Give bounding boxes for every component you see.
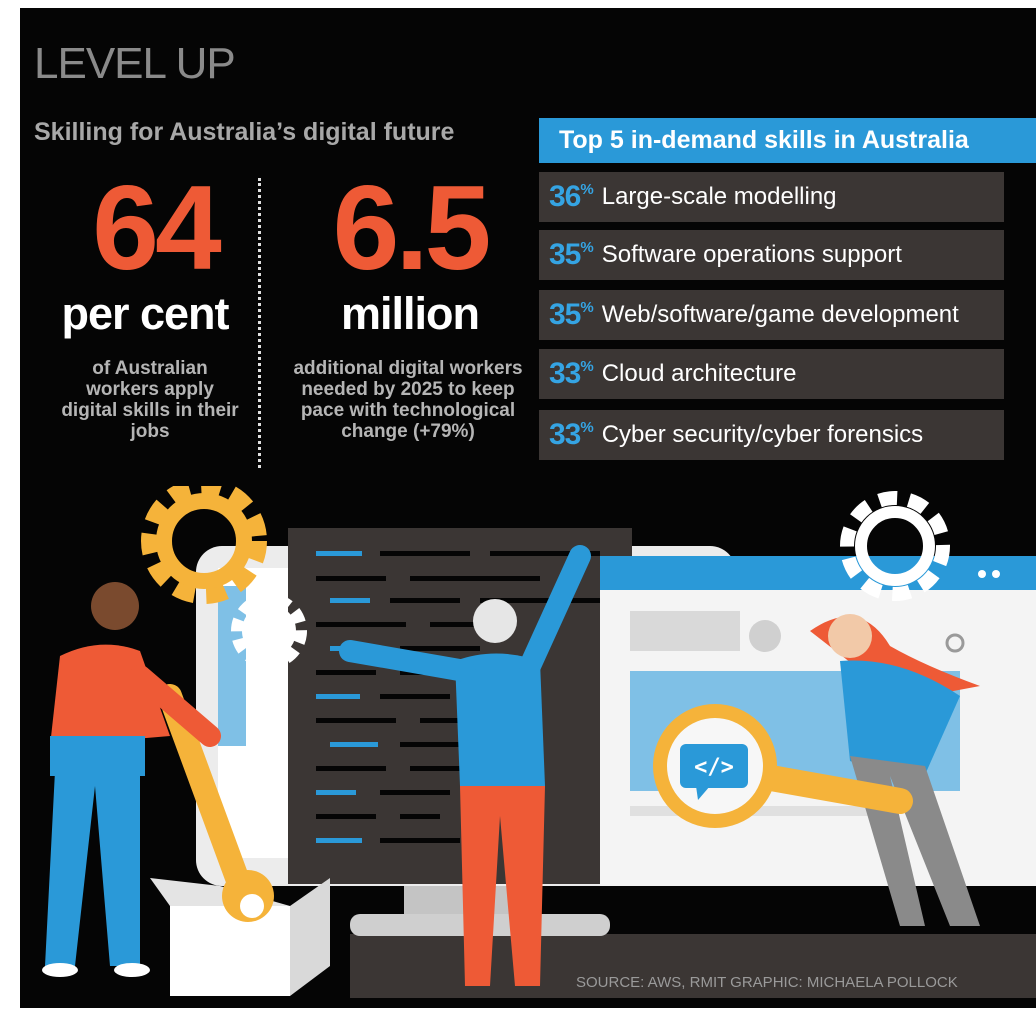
source-credit: SOURCE: AWS, RMIT GRAPHIC: MICHAELA POLL… — [576, 974, 958, 991]
skill-percent: 36 — [549, 180, 581, 213]
page-title: LEVEL UP — [34, 39, 236, 88]
box-icon — [150, 878, 330, 996]
gear-icon — [840, 491, 950, 601]
stat-percent-number: 64 — [92, 161, 221, 295]
person-center — [339, 545, 591, 986]
skill-percent: 33 — [549, 418, 581, 451]
skill-row: 36 % Large-scale modelling — [539, 172, 1004, 222]
skill-label: Software operations support — [601, 241, 902, 268]
skill-row: 33 % Cyber security/cyber forensics — [539, 410, 1004, 460]
stat-million-number: 6.5 — [332, 161, 492, 295]
wrench-icon — [158, 684, 274, 922]
skill-row: 35 % Software operations support — [539, 230, 1004, 280]
code-bubble-text: </> — [694, 755, 734, 780]
stat-percent-unit: per cent — [61, 288, 229, 339]
skill-percent: 35 — [549, 238, 581, 271]
skill-percent: 35 — [549, 298, 581, 331]
gear-icon — [141, 486, 267, 604]
skills-header: Top 5 in-demand skills in Australia — [539, 118, 1036, 163]
skill-percent-sign: % — [580, 181, 594, 198]
stat-percent-description: of Australian workers apply digital skil… — [61, 358, 239, 442]
skill-percent-sign: % — [580, 299, 594, 316]
skill-percent-sign: % — [580, 419, 594, 436]
illustration: </> — [42, 486, 1036, 998]
skill-percent-sign: % — [580, 358, 594, 375]
skill-label: Cloud architecture — [601, 360, 797, 387]
infographic: LEVEL UP Skilling for Australia’s digita… — [20, 8, 1036, 1008]
skill-label: Web/software/game development — [601, 301, 959, 328]
skill-percent: 33 — [549, 357, 581, 390]
browser-window — [600, 556, 1036, 886]
stat-million-unit: million — [341, 288, 480, 339]
subtitle: Skilling for Australia’s digital future — [34, 118, 455, 146]
skill-row: 35 % Web/software/game development — [539, 290, 1004, 340]
skill-percent-sign: % — [580, 239, 594, 256]
skill-label: Cyber security/cyber forensics — [601, 421, 924, 448]
skill-row: 33 % Cloud architecture — [539, 349, 1004, 399]
code-bubble-icon: </> — [680, 744, 748, 800]
stat-million-description: additional digital workers needed by 202… — [293, 358, 523, 442]
skill-label: Large-scale modelling — [601, 183, 837, 210]
dotted-divider — [258, 178, 261, 468]
person-left — [42, 582, 221, 977]
gear-icon — [231, 593, 307, 669]
